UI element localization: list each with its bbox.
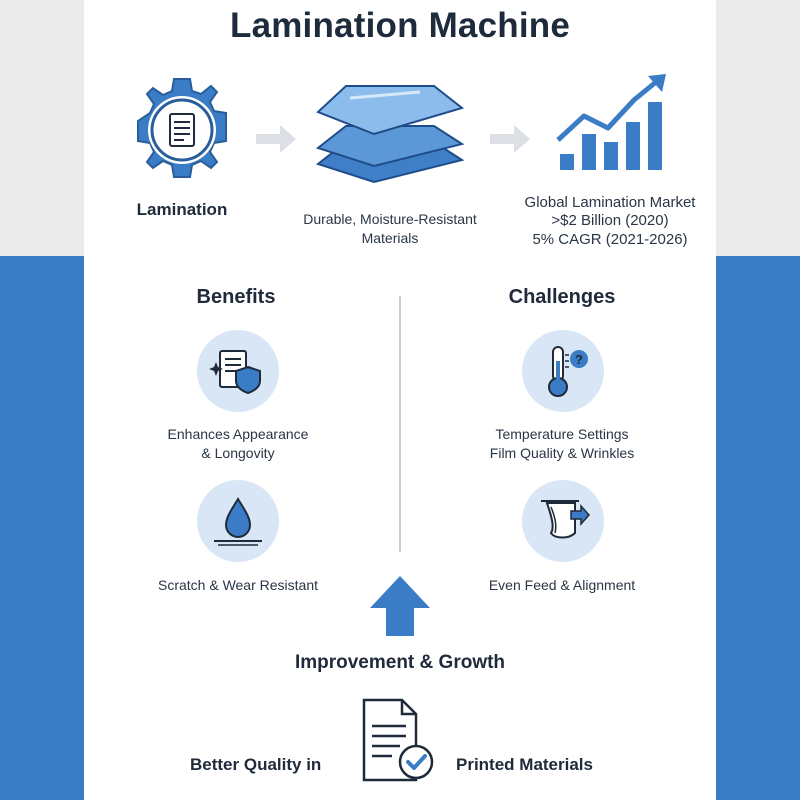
section-divider bbox=[399, 296, 401, 552]
gear-document-icon bbox=[126, 72, 238, 189]
water-drop-icon bbox=[197, 480, 279, 562]
benefit1-line1: Enhances Appearance bbox=[167, 426, 309, 442]
challenge2-line1: Even Feed & Alignment bbox=[488, 577, 636, 593]
flow-arrow-icon bbox=[254, 122, 298, 161]
benefit2-line1: Scratch & Wear Resistant bbox=[157, 577, 319, 593]
laminated-sheets-icon bbox=[310, 78, 470, 193]
step2-label-line2: Materials bbox=[361, 230, 419, 246]
up-arrow-icon bbox=[368, 574, 432, 643]
printed-materials-label: Printed Materials bbox=[456, 755, 593, 774]
step2-label-line1: Durable, Moisture-Resistant bbox=[303, 211, 477, 227]
benefit1-line2: & Longovity bbox=[201, 445, 275, 461]
benefits-heading: Benefits bbox=[196, 286, 276, 308]
page-title: Lamination Machine bbox=[229, 6, 571, 45]
growth-chart-icon bbox=[552, 72, 672, 179]
market-label-line2: >$2 Billion (2020) bbox=[551, 212, 669, 229]
lamination-label: Lamination bbox=[136, 200, 228, 219]
document-check-icon bbox=[358, 696, 438, 793]
challenge1-line1: Temperature Settings bbox=[495, 426, 629, 442]
document-shield-icon bbox=[197, 330, 279, 412]
thermometer-question-icon: ? bbox=[522, 330, 604, 412]
flow-arrow-icon bbox=[488, 122, 532, 161]
svg-text:?: ? bbox=[575, 352, 583, 367]
market-label-line3: 5% CAGR (2021-2026) bbox=[532, 231, 688, 248]
challenge1-line2: Film Quality & Wrinkles bbox=[489, 445, 635, 461]
paper-feed-icon bbox=[522, 480, 604, 562]
market-label-line1: Global Lamination Market bbox=[524, 194, 696, 211]
better-quality-label: Better Quality in bbox=[190, 755, 322, 774]
growth-heading: Improvement & Growth bbox=[294, 652, 506, 673]
challenges-heading: Challenges bbox=[508, 286, 616, 308]
